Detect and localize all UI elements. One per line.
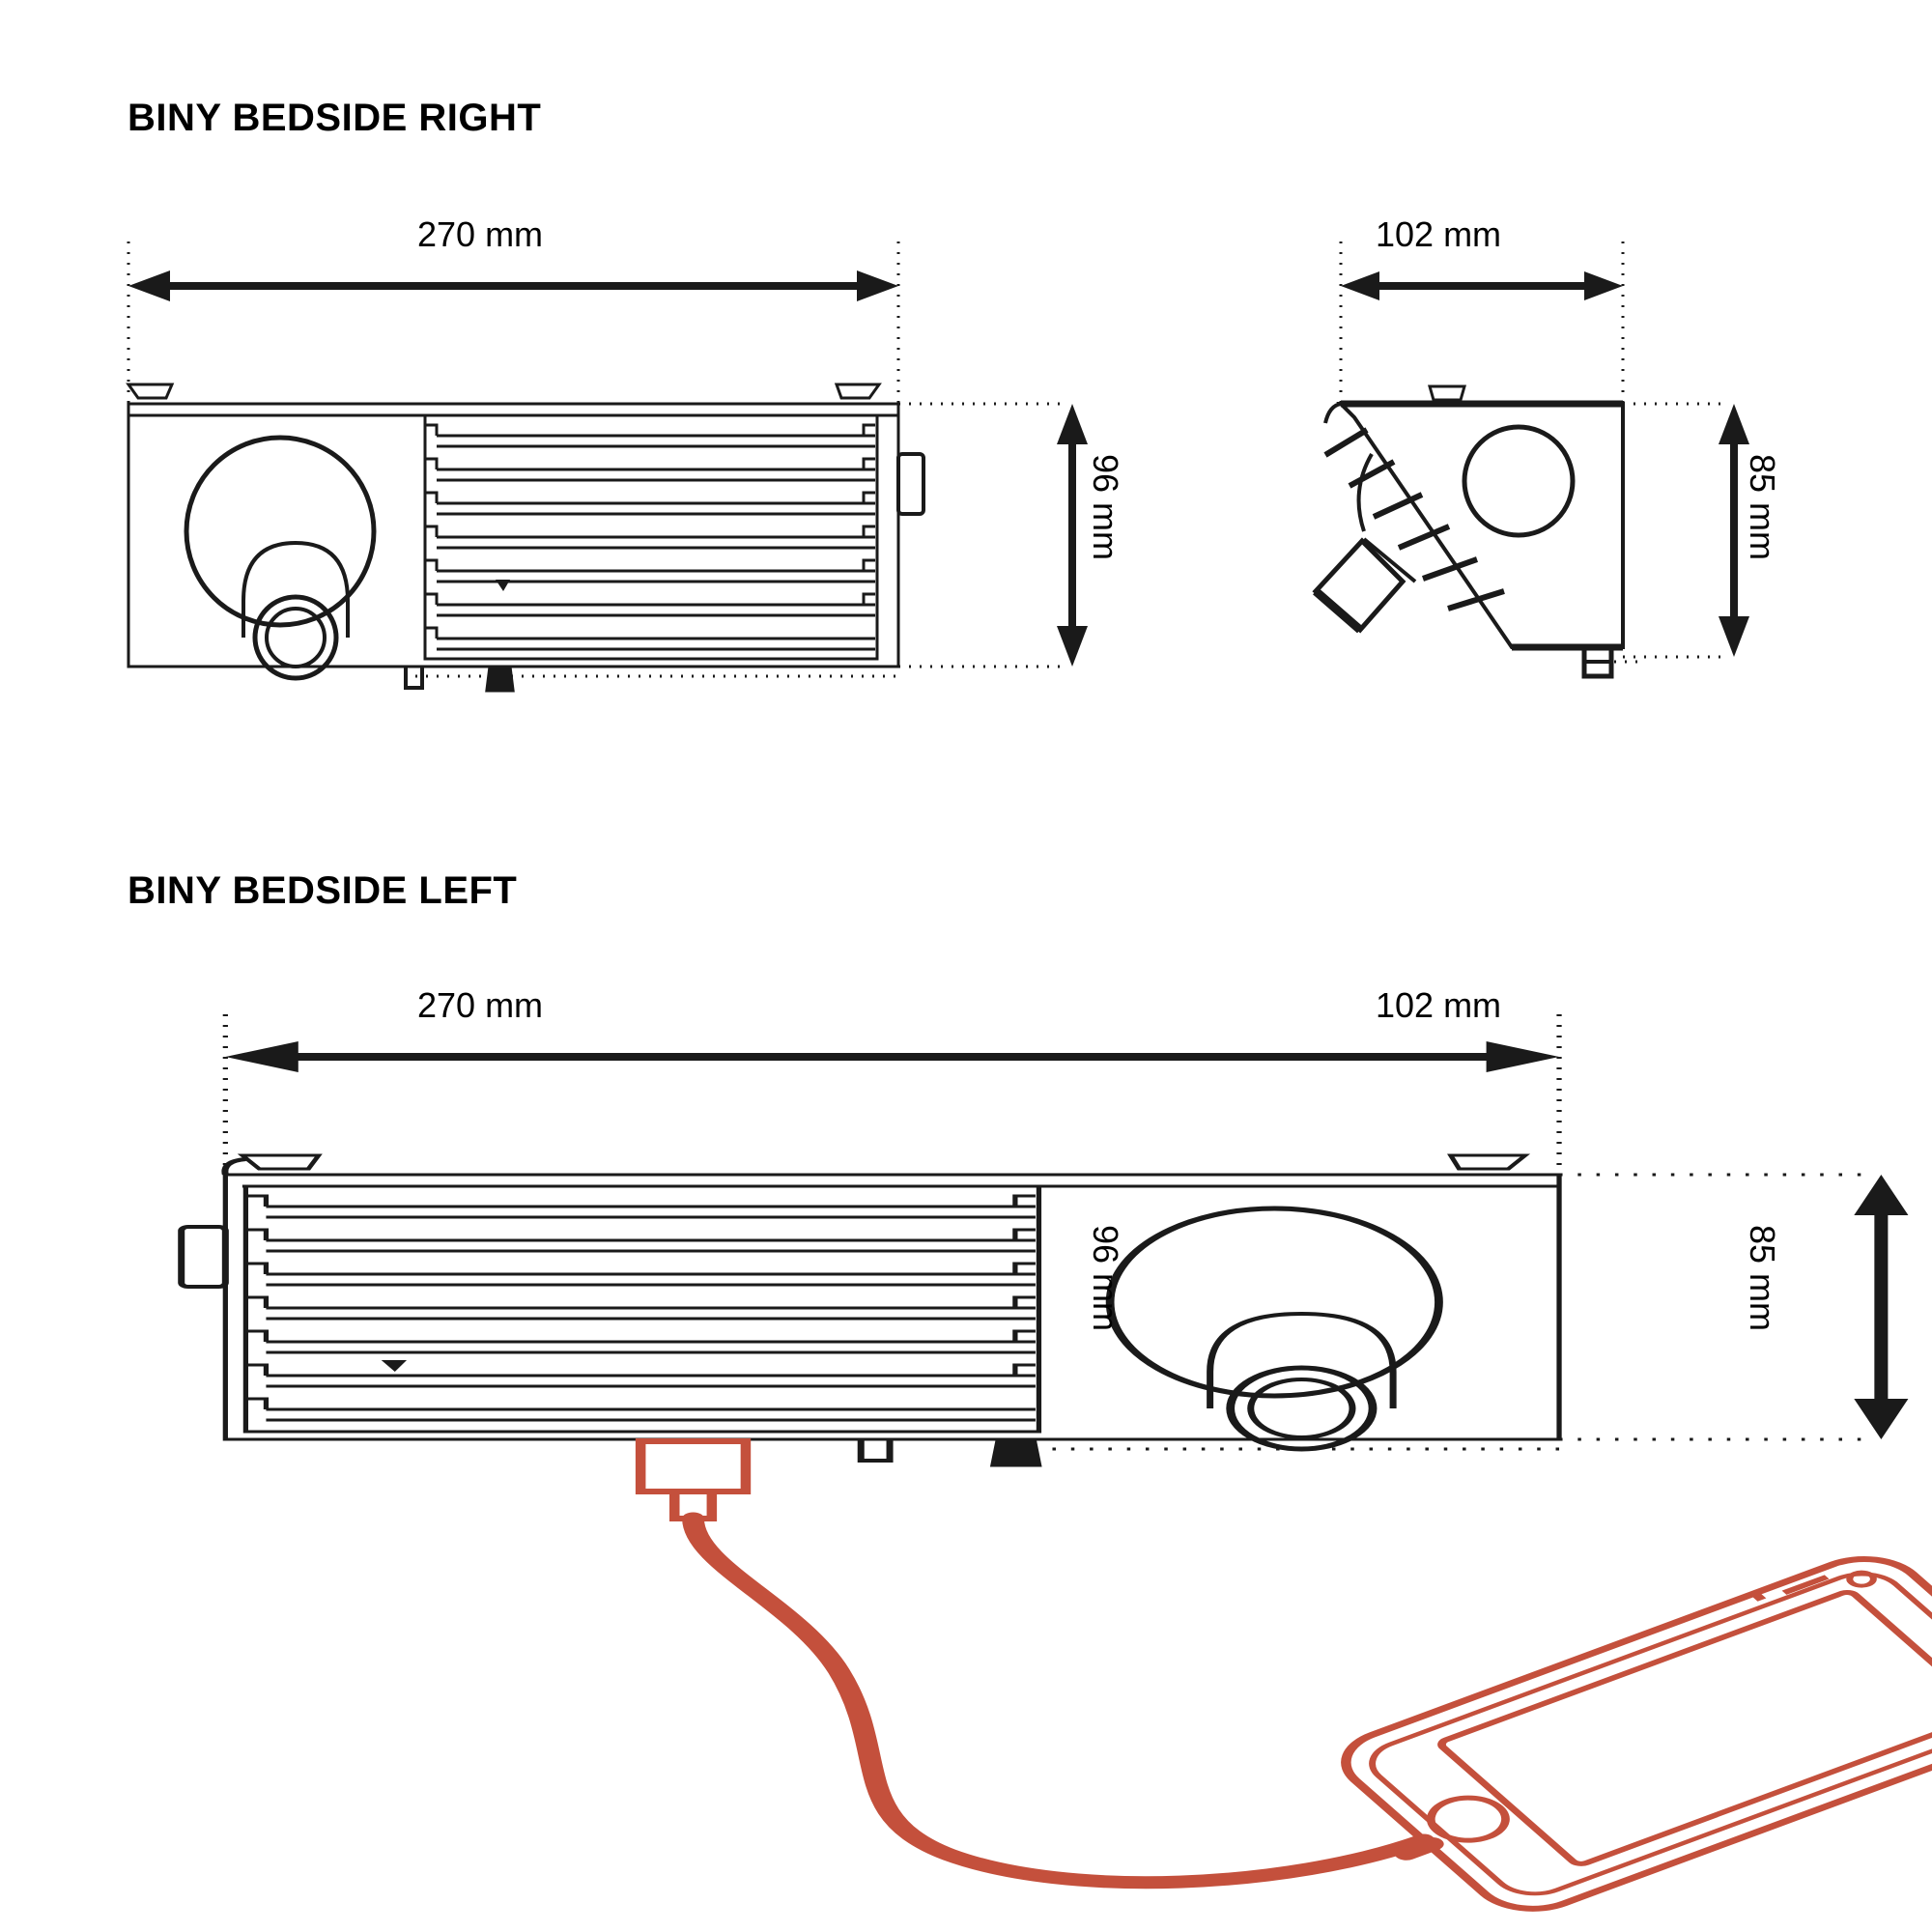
- figure-biny-bedside-left: BINY BEDSIDE LEFT 270 mm 102 mm 96 mm 85…: [0, 831, 1932, 1932]
- mounting-tab-right: [834, 383, 882, 400]
- figure-title: BINY BEDSIDE LEFT: [128, 869, 518, 912]
- phone-speaker: [1781, 1575, 1830, 1595]
- phone-bezel: [1369, 1572, 1932, 1896]
- front-view-right: [126, 383, 925, 693]
- side-mounting-tab: [1428, 384, 1466, 402]
- cable-plug-body: [635, 1438, 752, 1494]
- side-connector-tab: [178, 1225, 229, 1289]
- dimension-label-height: 96 mm: [1086, 1225, 1125, 1332]
- dimension-arrow-width: [128, 270, 898, 301]
- extension-lines: [222, 1014, 1873, 1451]
- dimension-arrow-width: [225, 1041, 1560, 1072]
- foot-2: [485, 666, 515, 693]
- mounting-tab-left: [126, 383, 175, 400]
- dimension-label-height: 96 mm: [1086, 454, 1125, 561]
- foot-2: [989, 1438, 1042, 1467]
- phone-body: [1341, 1555, 1932, 1912]
- lamp-nozzle-inner-ring: [265, 607, 327, 668]
- dimension-label-width: 270 mm: [417, 985, 544, 1025]
- dimension-label-side-height: 85 mm: [1743, 454, 1782, 561]
- dimension-label-depth: 102 mm: [1376, 985, 1502, 1025]
- dimension-label-depth: 102 mm: [1376, 214, 1502, 254]
- side-slat-back-curve: [1356, 452, 1374, 532]
- housing-outline: [127, 402, 900, 668]
- dimension-arrow-side-height: [1719, 404, 1749, 657]
- lamp-nozzle-outer-ring: [1226, 1365, 1378, 1452]
- side-louvre-slats: [1323, 427, 1505, 611]
- figure2-drawing: [178, 1014, 1932, 1912]
- dimension-label-side-height: 85 mm: [1743, 1225, 1782, 1332]
- extension-lines: [127, 242, 1729, 678]
- louvre-slats: [266, 1205, 1036, 1422]
- figure1-drawing: [126, 242, 1749, 693]
- cable-wire: [682, 1512, 1435, 1889]
- grille-frame: [423, 413, 879, 661]
- usb-charging-cable-assembly: [635, 1438, 1932, 1912]
- side-lamp-circle: [1462, 424, 1576, 538]
- lamp-nozzle-dome: [1207, 1311, 1397, 1373]
- dimension-arrow-height: [1057, 404, 1088, 667]
- lamp-nozzle-inner-ring: [1247, 1378, 1356, 1439]
- dimension-label-width: 270 mm: [417, 214, 544, 254]
- phone-home-button: [1426, 1795, 1510, 1843]
- slat-end-ticks-right: [1012, 1194, 1036, 1376]
- phone-connector: [1394, 1836, 1444, 1861]
- figure-title: BINY BEDSIDE RIGHT: [128, 97, 542, 139]
- lamp-head-circle: [184, 435, 377, 628]
- grille-frame: [242, 1184, 1042, 1434]
- phone-camera: [1846, 1570, 1877, 1588]
- smartphone: [1341, 1555, 1932, 1912]
- slat-end-ticks: [245, 1194, 270, 1409]
- foot-1: [404, 667, 424, 690]
- side-nozzle: [1312, 537, 1406, 634]
- dimension-arrow-depth: [1341, 271, 1623, 300]
- slat-end-ticks: [425, 423, 439, 639]
- slat-detail-mark: [496, 580, 510, 591]
- side-view-right: [1312, 384, 1625, 679]
- lamp-nozzle-outer-ring: [252, 594, 339, 681]
- slat-detail-mark: [381, 1360, 408, 1372]
- foot-1: [857, 1439, 894, 1463]
- side-connector-tab: [896, 452, 925, 516]
- phone-screen: [1437, 1589, 1932, 1866]
- front-view-left: [178, 1153, 1562, 1467]
- mounting-tab-right: [1447, 1153, 1531, 1171]
- slat-end-ticks-right: [862, 423, 875, 605]
- figure-biny-bedside-right: BINY BEDSIDE RIGHT 270 mm 102 mm 96 mm 8…: [0, 0, 1932, 792]
- lamp-nozzle-dome: [242, 540, 350, 602]
- mounting-tab-left: [237, 1153, 323, 1171]
- dimension-arrow-height: [1854, 1175, 1909, 1439]
- louvre-slats: [437, 434, 875, 651]
- lamp-head-circle: [1105, 1206, 1443, 1399]
